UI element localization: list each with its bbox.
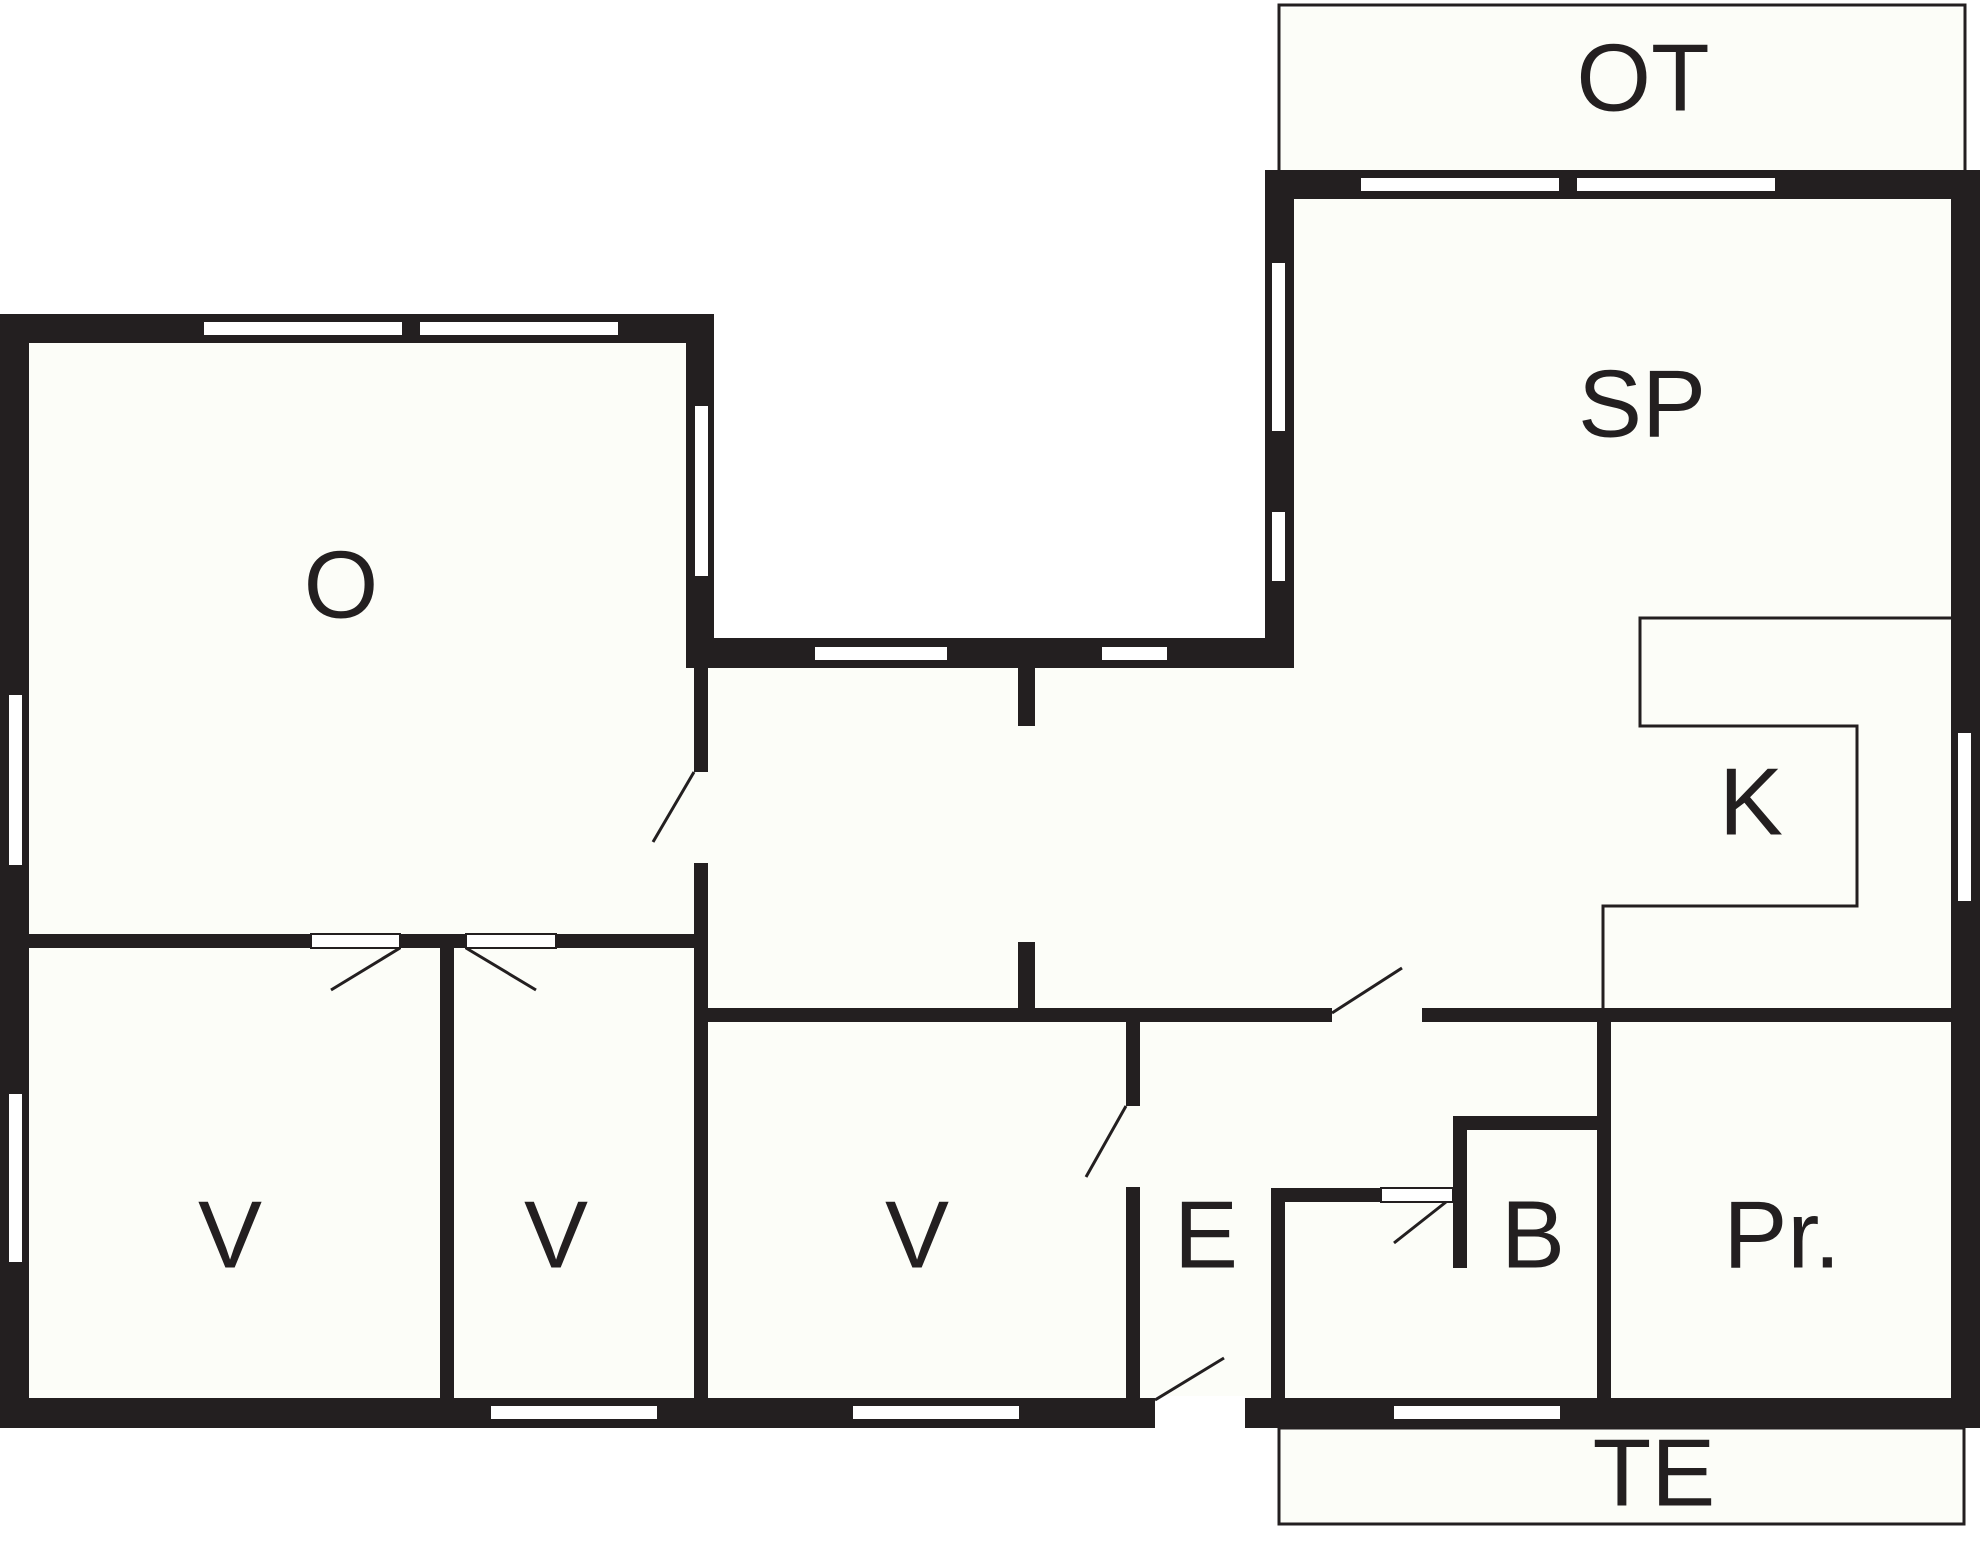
room-label-o: O: [304, 532, 379, 639]
kitchen-counter-outline: [1601, 616, 1951, 1008]
floor-area: [14, 8, 1966, 1524]
windows: [7, 176, 1973, 1421]
exterior-walls: [0, 170, 1980, 1428]
room-label-bedroom-2: V: [524, 1182, 588, 1289]
room-label-pr: Pr.: [1723, 1182, 1840, 1289]
room-label-bedroom-1: V: [198, 1182, 262, 1289]
door-swings: [330, 771, 1447, 1402]
room-label-outdoor-terrace: OT: [1576, 25, 1709, 132]
room-label-kitchen: K: [1719, 749, 1783, 856]
room-label-entrance: E: [1174, 1182, 1238, 1289]
door-openings: [310, 772, 1454, 1430]
room-label-bedroom-3: V: [885, 1182, 949, 1289]
room-label-terrace: TE: [1593, 1420, 1716, 1527]
room-label-living-room: SP: [1578, 351, 1706, 458]
room-label-bathroom: B: [1501, 1182, 1565, 1289]
interior-walls: [29, 664, 1951, 1398]
